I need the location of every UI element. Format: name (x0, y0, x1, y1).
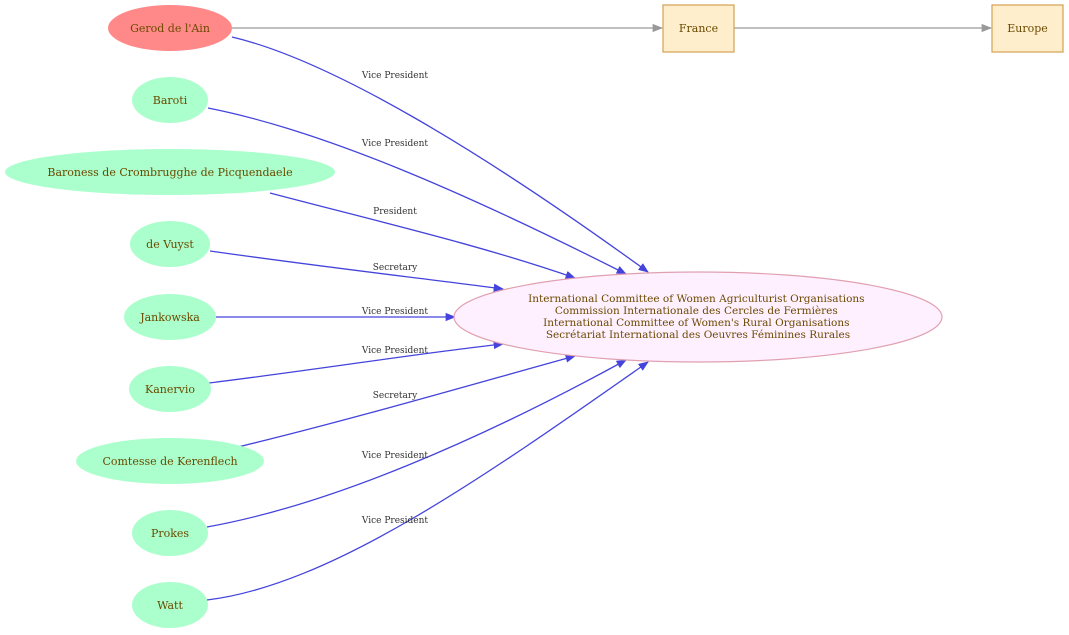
organization-ellipse (453, 271, 943, 363)
role-label: Vice President (361, 71, 429, 81)
role-label: Vice President (361, 346, 429, 356)
organization-name-line: International Committee of Women's Rural… (543, 317, 849, 329)
person-ellipse (132, 77, 208, 123)
role-edge-devuyst (209, 250, 505, 292)
organization-name-line: International Committee of Women Agricul… (528, 293, 864, 305)
person-node-kanervio[interactable]: Kanervio (129, 366, 211, 412)
place-node-europe[interactable]: Europe (991, 4, 1064, 53)
role-edge-comtesse (237, 354, 577, 448)
organization-name-line: Commission Internationale des Cercles de… (555, 305, 838, 317)
person-label: Baroness de Crombrugghe de Picquendaele (47, 166, 292, 179)
person-ellipse (124, 294, 216, 340)
role-edge-baroness (269, 192, 576, 279)
person-ellipse (132, 510, 208, 556)
role-edge-baroti (207, 107, 627, 275)
person-node-watt[interactable]: Watt (132, 582, 208, 628)
place-box (662, 4, 735, 53)
role-edge-prokes (206, 359, 627, 528)
edges-layer (206, 23, 993, 601)
role-label: Secretary (373, 263, 418, 273)
role-label: Vice President (361, 451, 429, 461)
person-ellipse (5, 149, 335, 195)
place-node-france[interactable]: France (662, 4, 735, 53)
place-label: France (679, 22, 718, 35)
person-node-baroti[interactable]: Baroti (132, 77, 208, 123)
person-node-baroness[interactable]: Baroness de Crombrugghe de Picquendaele (5, 149, 335, 195)
role-label: Secretary (373, 391, 418, 401)
person-node-prokes[interactable]: Prokes (132, 510, 208, 556)
organization-name-line: Secrétariat International des Oeuvres Fé… (546, 329, 850, 341)
person-ellipse (108, 5, 232, 51)
person-label: Kanervio (145, 383, 195, 396)
place-box (991, 4, 1064, 53)
person-label: Watt (157, 599, 183, 612)
person-node-jankowska[interactable]: Jankowska (124, 294, 216, 340)
role-edge-kanervio (208, 340, 505, 384)
role-label: Vice President (361, 307, 429, 317)
person-node-comtesse[interactable]: Comtesse de Kerenflech (76, 438, 264, 484)
person-label: Baroti (153, 94, 188, 107)
place-label: Europe (1007, 22, 1048, 35)
person-label: Prokes (151, 527, 189, 540)
organization-node[interactable]: International Committee of Women Agricul… (453, 271, 943, 363)
person-ellipse (130, 221, 210, 267)
person-node-gerod[interactable]: Gerod de l'Ain (108, 5, 232, 51)
role-label: Vice President (361, 139, 429, 149)
person-node-devuyst[interactable]: de Vuyst (130, 221, 210, 267)
role-edge-gerod (231, 36, 649, 273)
person-ellipse (132, 582, 208, 628)
person-ellipse (76, 438, 264, 484)
role-label: President (373, 207, 417, 217)
role-label: Vice President (361, 516, 429, 526)
role-edge-watt (206, 361, 649, 601)
person-label: de Vuyst (146, 238, 194, 251)
person-label: Jankowska (139, 311, 200, 324)
person-label: Gerod de l'Ain (130, 22, 210, 35)
organization-label: International Committee of Women Agricul… (528, 293, 868, 341)
person-label: Comtesse de Kerenflech (102, 455, 237, 468)
person-ellipse (129, 366, 211, 412)
